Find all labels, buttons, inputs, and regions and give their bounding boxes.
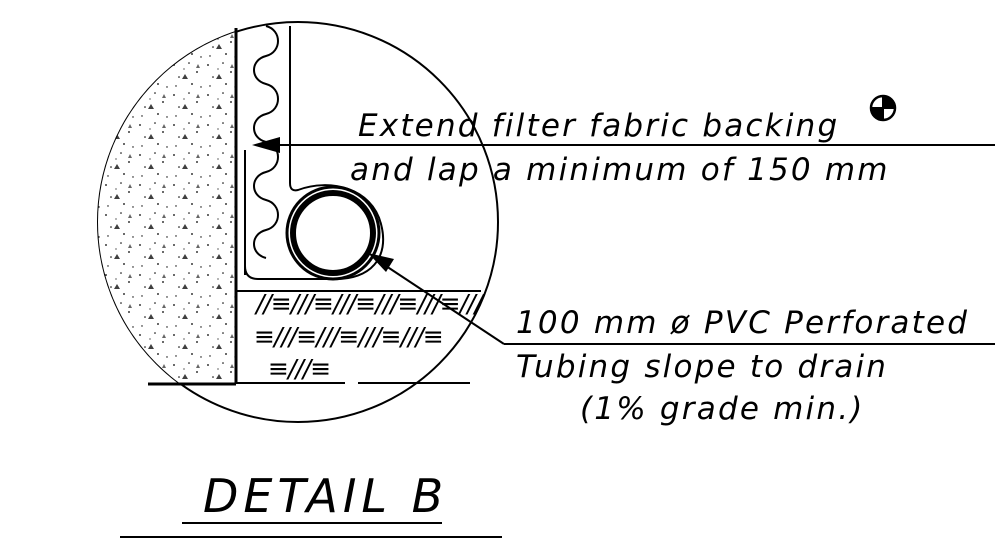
pipe-note-line-3: (1% grade min.) [580,391,865,427]
fabric-note-line-2: and lap a minimum of 150 mm [350,152,890,188]
pipe-leader-arrowhead-icon [368,253,394,272]
pipe-note-line-1: 100 mm ø PVC Perforated [516,305,969,341]
section-marker-icon [869,94,897,122]
fabric-leader-arrowhead-icon [252,137,280,153]
pvc-pipe-wall [290,190,376,276]
pipe-leader-line [382,263,505,345]
concrete-wall [98,22,236,384]
fabric-wrap-around-pipe [244,182,385,281]
fabric-note-line-1: Extend filter fabric backing [358,108,839,144]
pipe-note-line-2: Tubing slope to drain [516,349,888,385]
gravel-pattern-row-1: //≡///≡///≡///≡///≡///≡ [254,289,502,318]
detail-title: DETAIL B [203,469,448,523]
pvc-pipe-outer [285,185,381,281]
gravel-pattern-row-2: ≡///≡///≡///≡///≡ [254,322,443,351]
gravel-pattern-row-3: ≡///≡ [268,354,330,383]
